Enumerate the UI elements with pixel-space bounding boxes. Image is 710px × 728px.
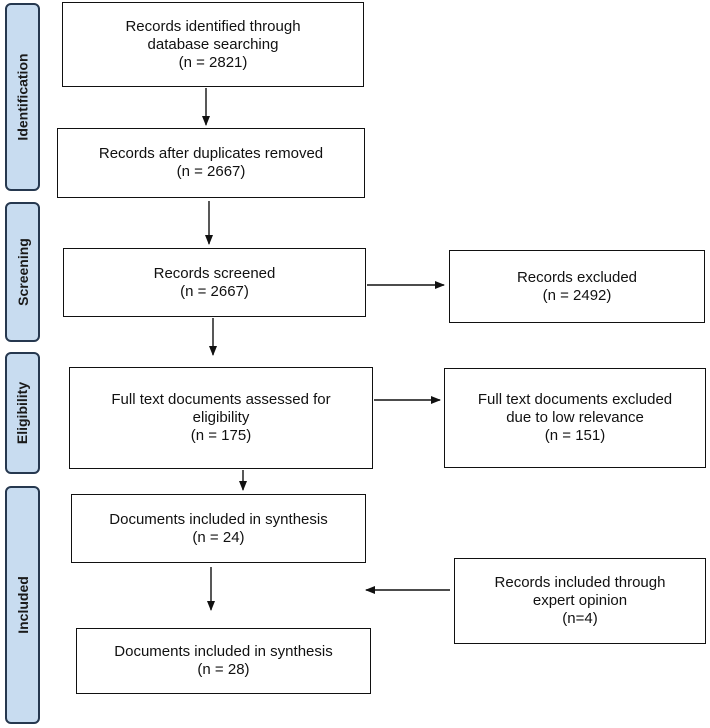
- box-full-text-excluded: Full text documents excluded due to low …: [444, 368, 706, 468]
- phase-identification: Identification: [5, 3, 40, 191]
- phase-eligibility: Eligibility: [5, 352, 40, 474]
- box-included-synthesis-first-line1: Documents included in synthesis: [109, 510, 328, 528]
- box-records-screened-count: (n = 2667): [180, 282, 249, 300]
- box-records-screened-line1: Records screened: [153, 264, 276, 282]
- box-full-text-assessed: Full text documents assessed for eligibi…: [69, 367, 373, 469]
- box-expert-opinion-line1: Records included through: [494, 574, 666, 591]
- box-included-synthesis-first: Documents included in synthesis (n = 24): [71, 494, 366, 563]
- phase-screening: Screening: [5, 202, 40, 342]
- box-included-synthesis-final-count: (n = 28): [197, 661, 250, 678]
- box-expert-opinion-line2: expert opinion: [532, 592, 628, 609]
- box-duplicates-removed-count: (n = 2667): [176, 163, 246, 180]
- box-records-identified: Records identified through database sear…: [62, 2, 364, 87]
- box-expert-opinion-count: (n=4): [562, 610, 598, 627]
- box-records-excluded-count: (n = 2492): [542, 286, 612, 304]
- box-full-text-assessed-count: (n = 175): [190, 427, 252, 444]
- box-records-identified-line1: Records identified through: [125, 17, 301, 35]
- phase-included-label: Included: [14, 576, 31, 634]
- box-full-text-excluded-count: (n = 151): [544, 427, 606, 444]
- box-full-text-excluded-line1: Full text documents excluded: [477, 391, 673, 408]
- box-full-text-excluded-line2: due to low relevance: [506, 409, 644, 426]
- box-expert-opinion: Records included through expert opinion …: [454, 558, 706, 644]
- box-records-identified-count: (n = 2821): [178, 53, 248, 71]
- box-included-synthesis-final: Documents included in synthesis (n = 28): [76, 628, 371, 694]
- box-included-synthesis-final-line1: Documents included in synthesis: [114, 643, 333, 660]
- box-full-text-assessed-line1: Full text documents assessed for: [111, 391, 331, 408]
- box-included-synthesis-first-count: (n = 24): [192, 528, 245, 546]
- phase-eligibility-label: Eligibility: [14, 381, 31, 445]
- box-full-text-assessed-line2: eligibility: [192, 409, 250, 426]
- box-duplicates-removed-line1: Records after duplicates removed: [98, 145, 324, 162]
- phase-identification-label: Identification: [14, 53, 31, 141]
- box-records-excluded-line1: Records excluded: [516, 268, 638, 286]
- box-records-screened: Records screened (n = 2667): [63, 248, 366, 317]
- phase-included: Included: [5, 486, 40, 724]
- box-records-identified-line2: database searching: [147, 35, 279, 53]
- phase-screening-label: Screening: [14, 238, 31, 306]
- box-duplicates-removed: Records after duplicates removed (n = 26…: [57, 128, 365, 198]
- box-records-excluded: Records excluded (n = 2492): [449, 250, 705, 323]
